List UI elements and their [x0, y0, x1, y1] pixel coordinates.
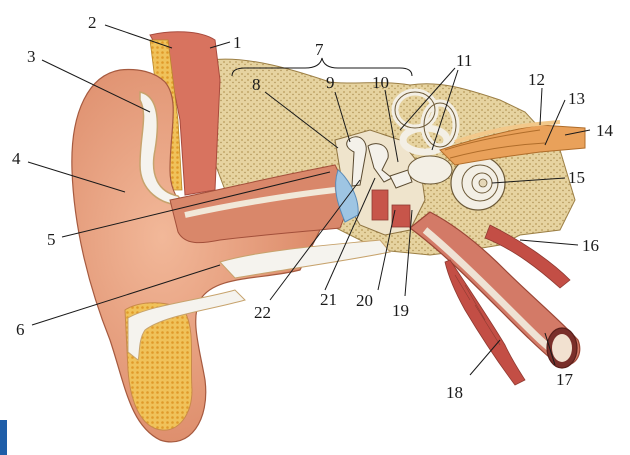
label-18: 18 [446, 383, 463, 402]
tympanic-floor [392, 205, 410, 227]
label-20: 20 [356, 291, 373, 310]
label-15: 15 [568, 168, 585, 187]
tensor-muscle [372, 190, 388, 220]
label-6: 6 [16, 320, 25, 339]
label-11: 11 [456, 51, 472, 70]
label-22: 22 [254, 303, 271, 322]
label-9: 9 [326, 73, 335, 92]
label-19: 19 [392, 301, 409, 320]
label-17: 17 [556, 370, 574, 389]
label-2: 2 [88, 13, 97, 32]
label-4: 4 [12, 149, 21, 168]
label-10: 10 [372, 73, 389, 92]
label-7: 7 [315, 40, 324, 59]
vestibule [408, 156, 452, 184]
label-21: 21 [320, 290, 337, 309]
label-5: 5 [47, 230, 56, 249]
label-13: 13 [568, 89, 585, 108]
label-14: 14 [596, 121, 614, 140]
corner-tab [0, 420, 7, 455]
label-16: 16 [582, 236, 599, 255]
label-12: 12 [528, 70, 545, 89]
label-1: 1 [233, 33, 242, 52]
label-3: 3 [27, 47, 36, 66]
label-8: 8 [252, 75, 261, 94]
